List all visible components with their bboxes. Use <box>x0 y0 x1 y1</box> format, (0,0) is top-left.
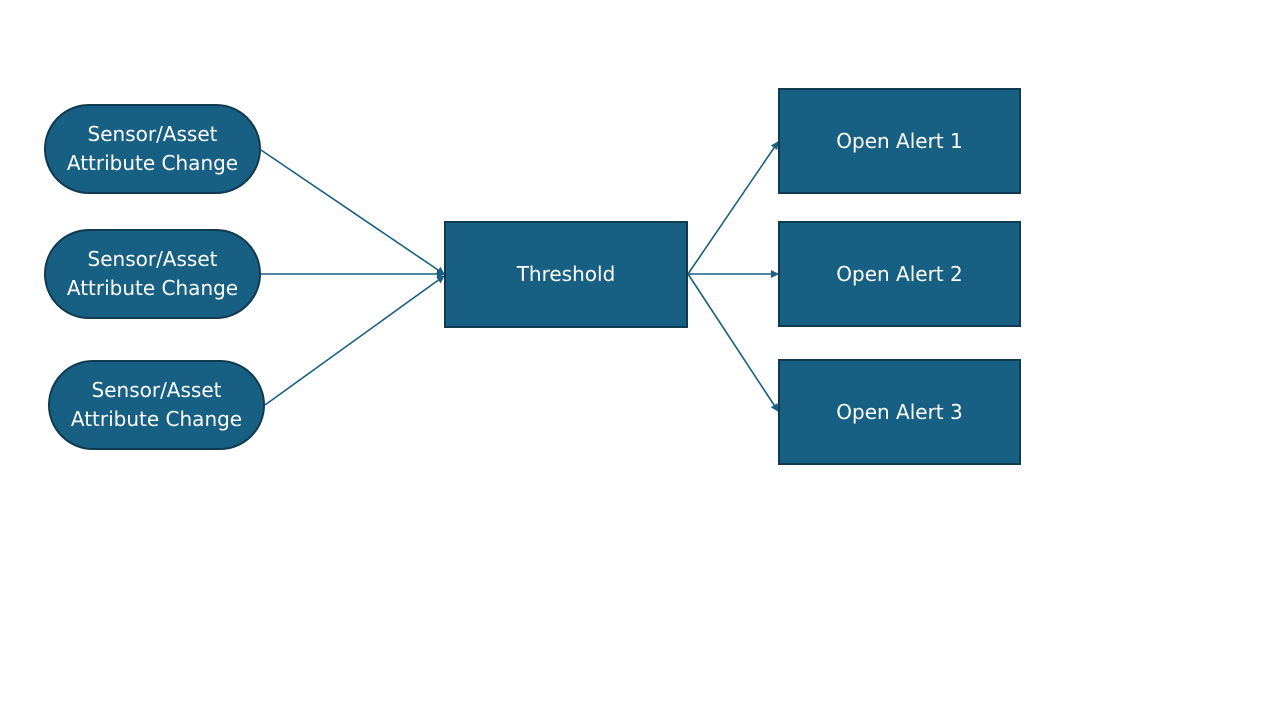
threshold-node[interactable]: Threshold <box>444 221 688 328</box>
connector-source-3-to-threshold <box>264 275 445 406</box>
connector-source-1-to-threshold <box>260 149 445 275</box>
source-node-2-line-2: Attribute Change <box>66 276 239 300</box>
source-node-3-line-1: Sensor/Asset <box>91 378 222 402</box>
source-node-1[interactable]: Sensor/Asset Attribute Change <box>44 104 261 194</box>
connector-threshold-to-alert-1 <box>687 141 779 275</box>
alert-node-2[interactable]: Open Alert 2 <box>778 221 1021 327</box>
threshold-label: Threshold <box>516 262 616 286</box>
alert-node-1[interactable]: Open Alert 1 <box>778 88 1021 194</box>
source-node-2-line-1: Sensor/Asset <box>87 247 218 271</box>
alert-node-2-label: Open Alert 2 <box>836 261 963 286</box>
source-node-3-line-2: Attribute Change <box>70 407 243 431</box>
source-node-2[interactable]: Sensor/Asset Attribute Change <box>44 229 261 319</box>
connector-threshold-to-alert-3 <box>687 273 779 412</box>
source-node-3[interactable]: Sensor/Asset Attribute Change <box>48 360 265 450</box>
alert-node-1-label: Open Alert 1 <box>836 128 963 153</box>
source-node-1-line-1: Sensor/Asset <box>87 122 218 146</box>
alert-node-3-label: Open Alert 3 <box>836 399 963 424</box>
alert-node-3[interactable]: Open Alert 3 <box>778 359 1021 465</box>
source-node-1-line-2: Attribute Change <box>66 151 239 175</box>
